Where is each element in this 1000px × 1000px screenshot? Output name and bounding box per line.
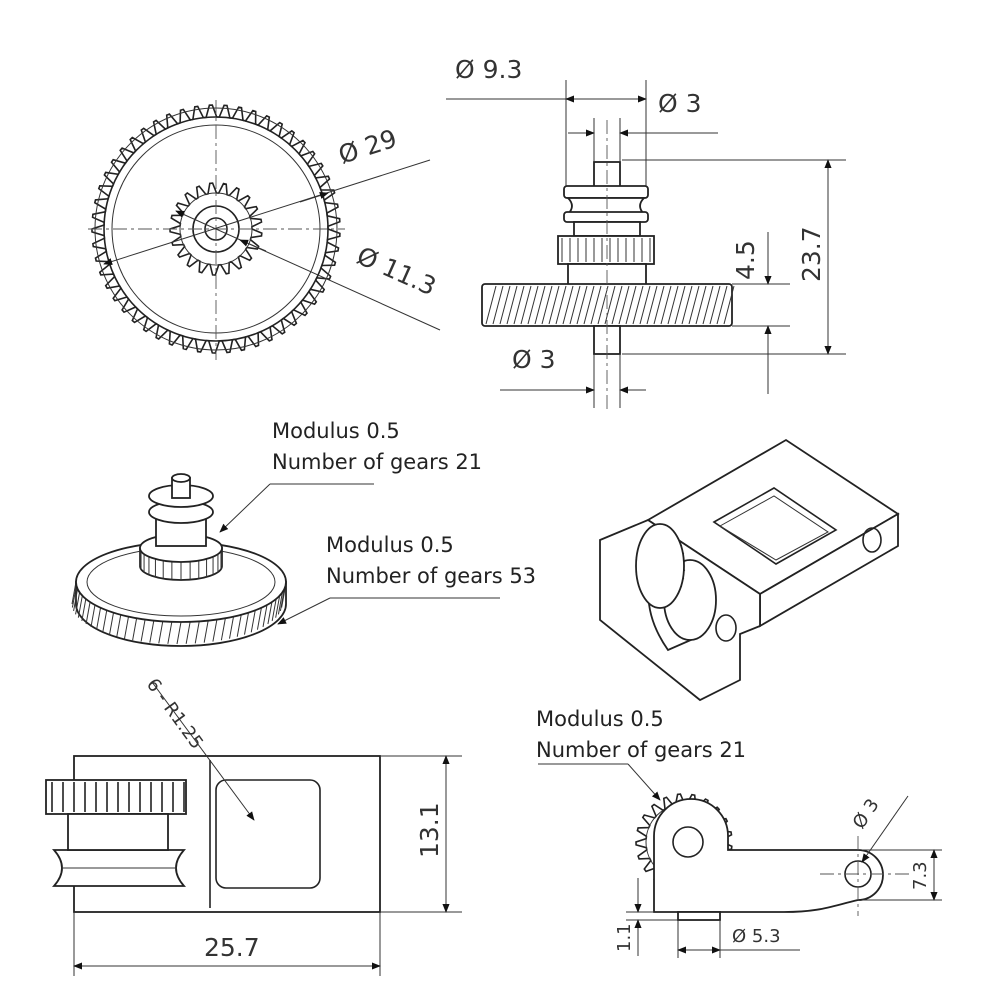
base-offset-label: 1.1 (614, 923, 635, 952)
gear-isometric-view: Modulus 0.5 Number of gears 21 Modulus 0… (71, 419, 536, 647)
dim-fillet-leader (151, 681, 255, 821)
main-gear-helical-teeth (485, 285, 735, 325)
hub-flange-lower (563, 211, 649, 223)
small-gear-diameter-label: Ø 11.3 (353, 241, 441, 301)
small-bracket-boss (677, 911, 721, 921)
callout-main-arrow (277, 597, 331, 625)
iso-bracket-window (712, 487, 838, 565)
dim-big-arrow-end (299, 192, 329, 203)
bracket-hub (67, 813, 169, 851)
pinion-body (557, 235, 655, 265)
gear-side-view: Ø 9.3 Ø 3 23.7 4.5 Ø 3 (446, 55, 846, 410)
bracket-height-label: 13.1 (415, 802, 444, 858)
iso-bracket-pin-hole-front (715, 614, 737, 642)
bracket-window (215, 779, 321, 889)
small-bracket-arm (653, 798, 884, 913)
hole-diameter-label: Ø 3 (849, 795, 884, 833)
bracket-gear (45, 779, 187, 815)
pinion-teeth-label: Number of gears 21 (272, 450, 482, 474)
iso-shaft-top (171, 473, 191, 483)
bracket-isometric-view (599, 438, 900, 702)
pinion-teeth-lines (561, 238, 651, 262)
shaft-bottom-diameter-label: Ø 3 (512, 345, 556, 374)
hub-diameter-label: Ø 9.3 (455, 55, 522, 84)
main-gear-modulus-label: Modulus 0.5 (326, 533, 454, 557)
overall-height-label: 23.7 (797, 226, 826, 282)
iso-main-gear-teeth (71, 581, 287, 645)
dim-hole-leader (861, 795, 909, 863)
bracket-side-view: 6 - R1.25 13.1 25.7 (45, 675, 462, 976)
bracket-fillet-label: 6 - R1.25 (142, 675, 207, 754)
shaft-top-diameter-label: Ø 3 (658, 89, 702, 118)
iso-bracket-pin-hole-right (862, 527, 882, 553)
arm-height-label: 7.3 (910, 861, 931, 890)
boss-diameter-label: Ø 5.3 (732, 926, 781, 947)
bracket-teeth-label: Number of gears 21 (536, 738, 746, 762)
small-bracket-pivot-hole (672, 826, 704, 858)
iso-bracket-window-inner (719, 495, 829, 561)
dim-big-diameter-line (103, 159, 431, 265)
big-gear-root-circle (103, 116, 329, 342)
hub-flange (563, 185, 649, 199)
bracket-gear-teeth (51, 782, 185, 812)
main-gear-teeth-label: Number of gears 53 (326, 564, 536, 588)
iso-bracket-gear-face (635, 523, 685, 609)
dim-small-diameter-line (175, 210, 441, 331)
bracket-front-view: Ø 3 7.3 1.1 Ø 5.3 Modulus 0.5 Number of … (536, 707, 942, 958)
bracket-modulus-label: Modulus 0.5 (536, 707, 664, 731)
callout-pinion-arrow (219, 483, 271, 533)
dim-small-arrow (239, 239, 267, 252)
big-gear-diameter-label: Ø 29 (335, 124, 400, 170)
pinion-modulus-label: Modulus 0.5 (272, 419, 400, 443)
gear-offset-label: 4.5 (731, 240, 760, 280)
callout-bracket-arrow (627, 763, 661, 801)
bracket-length-label: 25.7 (204, 933, 260, 962)
gear-top-view: Ø 29 Ø 11.3 (88, 100, 440, 360)
